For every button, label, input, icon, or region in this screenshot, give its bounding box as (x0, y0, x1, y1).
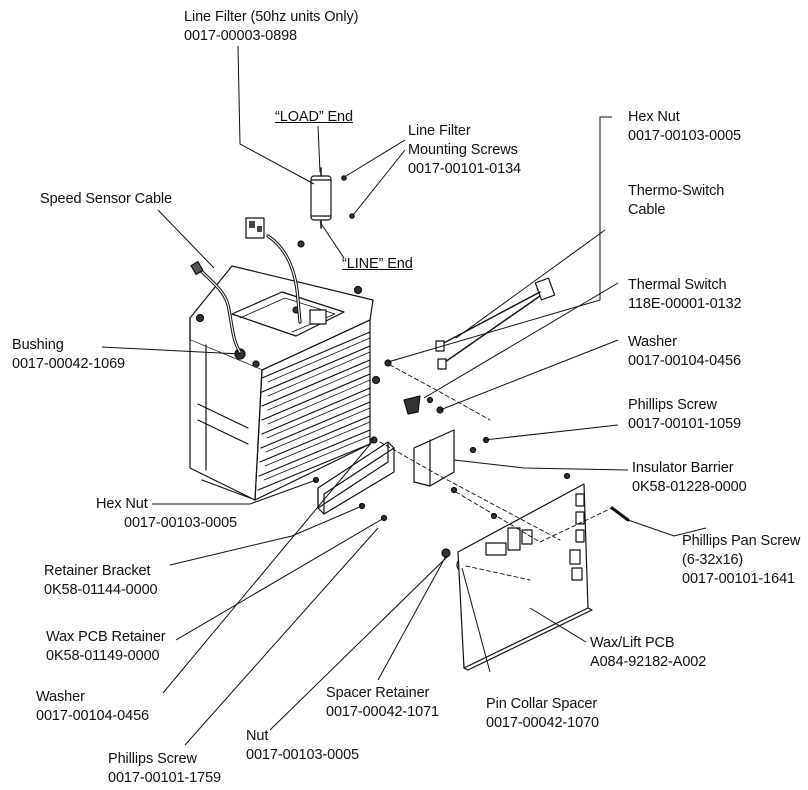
washer-left-part-number: 0017-00104-0456 (36, 708, 149, 724)
spacer-retainer-label: Spacer Retainer 0017-00042-1071 (326, 684, 439, 722)
line-filter-screws-part-number: 0017-00101-0134 (408, 161, 521, 177)
spacer-retainer-name: Spacer Retainer (326, 685, 430, 701)
thermal-switch-label: Thermal Switch 118E-00001-0132 (628, 276, 742, 314)
insulator-barrier-label: Insulator Barrier 0K58-01228-0000 (632, 459, 747, 497)
phillips-screw-right-part-number: 0017-00101-1059 (628, 416, 741, 432)
thermal-switch-part-number: 118E-00001-0132 (628, 296, 742, 312)
phillips-screw-right-label: Phillips Screw 0017-00101-1059 (628, 396, 741, 434)
line-filter-part (310, 167, 355, 229)
thermo-switch-cable-label: Thermo-Switch Cable (628, 182, 724, 220)
wax-lift-pcb-part-number: A084-92182-A002 (590, 654, 707, 670)
line-filter-screws-label: Line Filter Mounting Screws 0017-00101-0… (408, 122, 521, 179)
nut-label: Nut 0017-00103-0005 (246, 727, 359, 765)
wax-pcb-retainer-label: Wax PCB Retainer 0K58-01149-0000 (46, 628, 166, 666)
speed-sensor-cable-name: Speed Sensor Cable (40, 191, 173, 207)
thermal-switch-part (403, 277, 556, 415)
retainer-bracket-name: Retainer Bracket (44, 563, 151, 579)
washer-left-name: Washer (36, 689, 85, 705)
assembly-axes (379, 364, 613, 581)
pin-collar-spacer-label: Pin Collar Spacer 0017-00042-1070 (486, 695, 599, 733)
bushing-name: Bushing (12, 337, 64, 353)
wax-pcb-retainer-name: Wax PCB Retainer (46, 629, 166, 645)
phillips-pan-screw-label: Phillips Pan Screw (6-32x16) 0017-00101-… (682, 532, 800, 589)
washer-right-part-number: 0017-00104-0456 (628, 353, 741, 369)
insulator-barrier-part-number: 0K58-01228-0000 (632, 479, 747, 495)
phillips-screw-right-name: Phillips Screw (628, 397, 717, 413)
heatsink-assembly (189, 217, 374, 501)
speed-sensor-cable-label: Speed Sensor Cable (40, 190, 172, 209)
nut-part-number: 0017-00103-0005 (246, 747, 359, 763)
insulator-barrier-part (413, 429, 455, 487)
line-filter-label: Line Filter (50hz units Only) 0017-00003… (184, 8, 359, 46)
wax-lift-pcb-label: Wax/Lift PCB A084-92182-A002 (590, 634, 706, 672)
hex-nut-top-label: Hex Nut 0017-00103-0005 (628, 108, 741, 146)
retainer-bracket-label: Retainer Bracket 0K58-01144-0000 (44, 562, 158, 600)
bushing-label: Bushing 0017-00042-1069 (12, 336, 125, 374)
line-filter-screws-name-2: Mounting Screws (408, 142, 518, 158)
phillips-screw-left-part-number: 0017-00101-1759 (108, 770, 221, 786)
washer-right-name: Washer (628, 334, 677, 350)
load-end-name: “LOAD” End (275, 109, 353, 125)
hex-nut-left-part-number: 0017-00103-0005 (124, 515, 237, 531)
hex-nut-left-name: Hex Nut (96, 496, 148, 512)
wax-pcb-retainer-part-number: 0K58-01149-0000 (46, 648, 160, 664)
phillips-pan-screw-size: (6-32x16) (682, 552, 744, 568)
washer-right-label: Washer 0017-00104-0456 (628, 333, 741, 371)
phillips-pan-screw-name: Phillips Pan Screw (682, 533, 801, 549)
hex-nut-left-label: Hex Nut 0017-00103-0005 (96, 495, 237, 533)
line-filter-part-number: 0017-00003-0898 (184, 28, 297, 44)
load-end-label: “LOAD” End (275, 108, 353, 127)
line-filter-name: Line Filter (50hz units Only) (184, 9, 359, 25)
pin-collar-spacer-part-number: 0017-00042-1070 (486, 715, 599, 731)
leader-lines (101, 45, 707, 746)
spacer-retainer-part-number: 0017-00042-1071 (326, 704, 439, 720)
nut-name: Nut (246, 728, 269, 744)
thermo-switch-cable-name-2: Cable (628, 202, 666, 218)
bushing-part-number: 0017-00042-1069 (12, 356, 125, 372)
thermal-switch-name: Thermal Switch (628, 277, 727, 293)
hex-nut-top-part-number: 0017-00103-0005 (628, 128, 741, 144)
phillips-pan-screw-part-number: 0017-00101-1641 (682, 571, 795, 587)
line-end-name: “LINE” End (342, 256, 413, 272)
pin-collar-spacer-name: Pin Collar Spacer (486, 696, 598, 712)
wax-lift-pcb-name: Wax/Lift PCB (590, 635, 675, 651)
line-end-label: “LINE” End (342, 255, 413, 274)
line-filter-screws-name-1: Line Filter (408, 123, 471, 139)
retainer-bracket-part (317, 441, 395, 515)
thermo-switch-cable-name-1: Thermo-Switch (628, 183, 725, 199)
washer-left-label: Washer 0017-00104-0456 (36, 688, 149, 726)
phillips-screw-left-label: Phillips Screw 0017-00101-1759 (108, 750, 221, 788)
hex-nut-top-name: Hex Nut (628, 109, 680, 125)
retainer-bracket-part-number: 0K58-01144-0000 (44, 582, 158, 598)
phillips-screw-left-name: Phillips Screw (108, 751, 197, 767)
wax-lift-pcb-part (457, 483, 593, 671)
insulator-barrier-name: Insulator Barrier (632, 460, 734, 476)
